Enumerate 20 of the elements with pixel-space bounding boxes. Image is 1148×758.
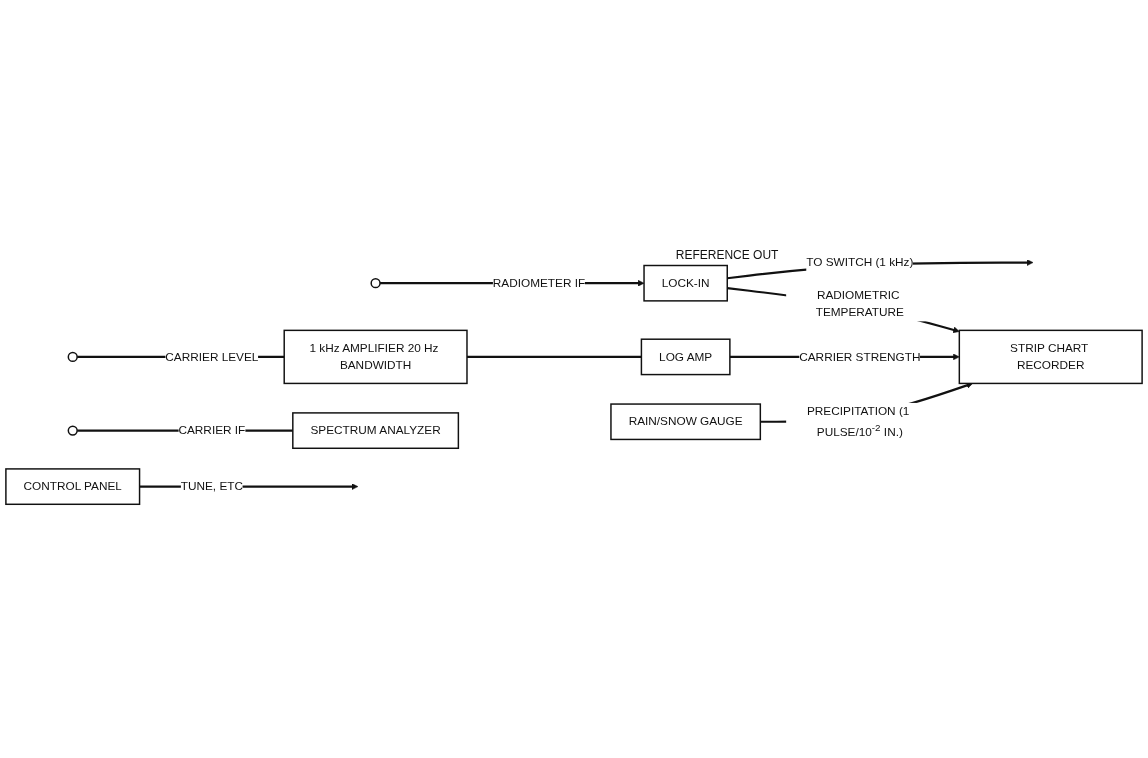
edge-label: CARRIER LEVEL (165, 350, 259, 363)
node-circle (67, 351, 78, 363)
edge-label: RADIOMETRIC TEMPERATURE (815, 288, 904, 319)
node-box: SPECTRUM ANALYZER (292, 412, 460, 449)
connector (467, 355, 642, 358)
node-circle (370, 278, 381, 289)
edge-label: RADIOMETER IF (492, 276, 586, 290)
node-box: LOCK-IN (643, 264, 728, 302)
node-box: CONTROL PANEL (5, 468, 141, 506)
node-circle (67, 425, 78, 436)
edge-label: TUNE, ETC (180, 479, 243, 493)
node-box: LOG AMP (640, 338, 731, 376)
node-box: 1 kHz AMPLIFIER 20 Hz BANDWIDTH (283, 329, 468, 385)
beside-text: REFERENCE OUT (675, 247, 779, 262)
node-box: RAIN/SNOW GAUGE (610, 403, 762, 441)
edge-label: TO SWITCH (1 kHz) (806, 255, 914, 269)
node-box: STRIP CHART RECORDER (958, 329, 1143, 385)
edge-label: CARRIER STRENGTH (799, 350, 921, 363)
edge-label: CARRIER IF (178, 423, 246, 437)
edge-label: PRECIPITATION (1 PULSE/10$^{-2}$ IN.) (806, 405, 910, 438)
